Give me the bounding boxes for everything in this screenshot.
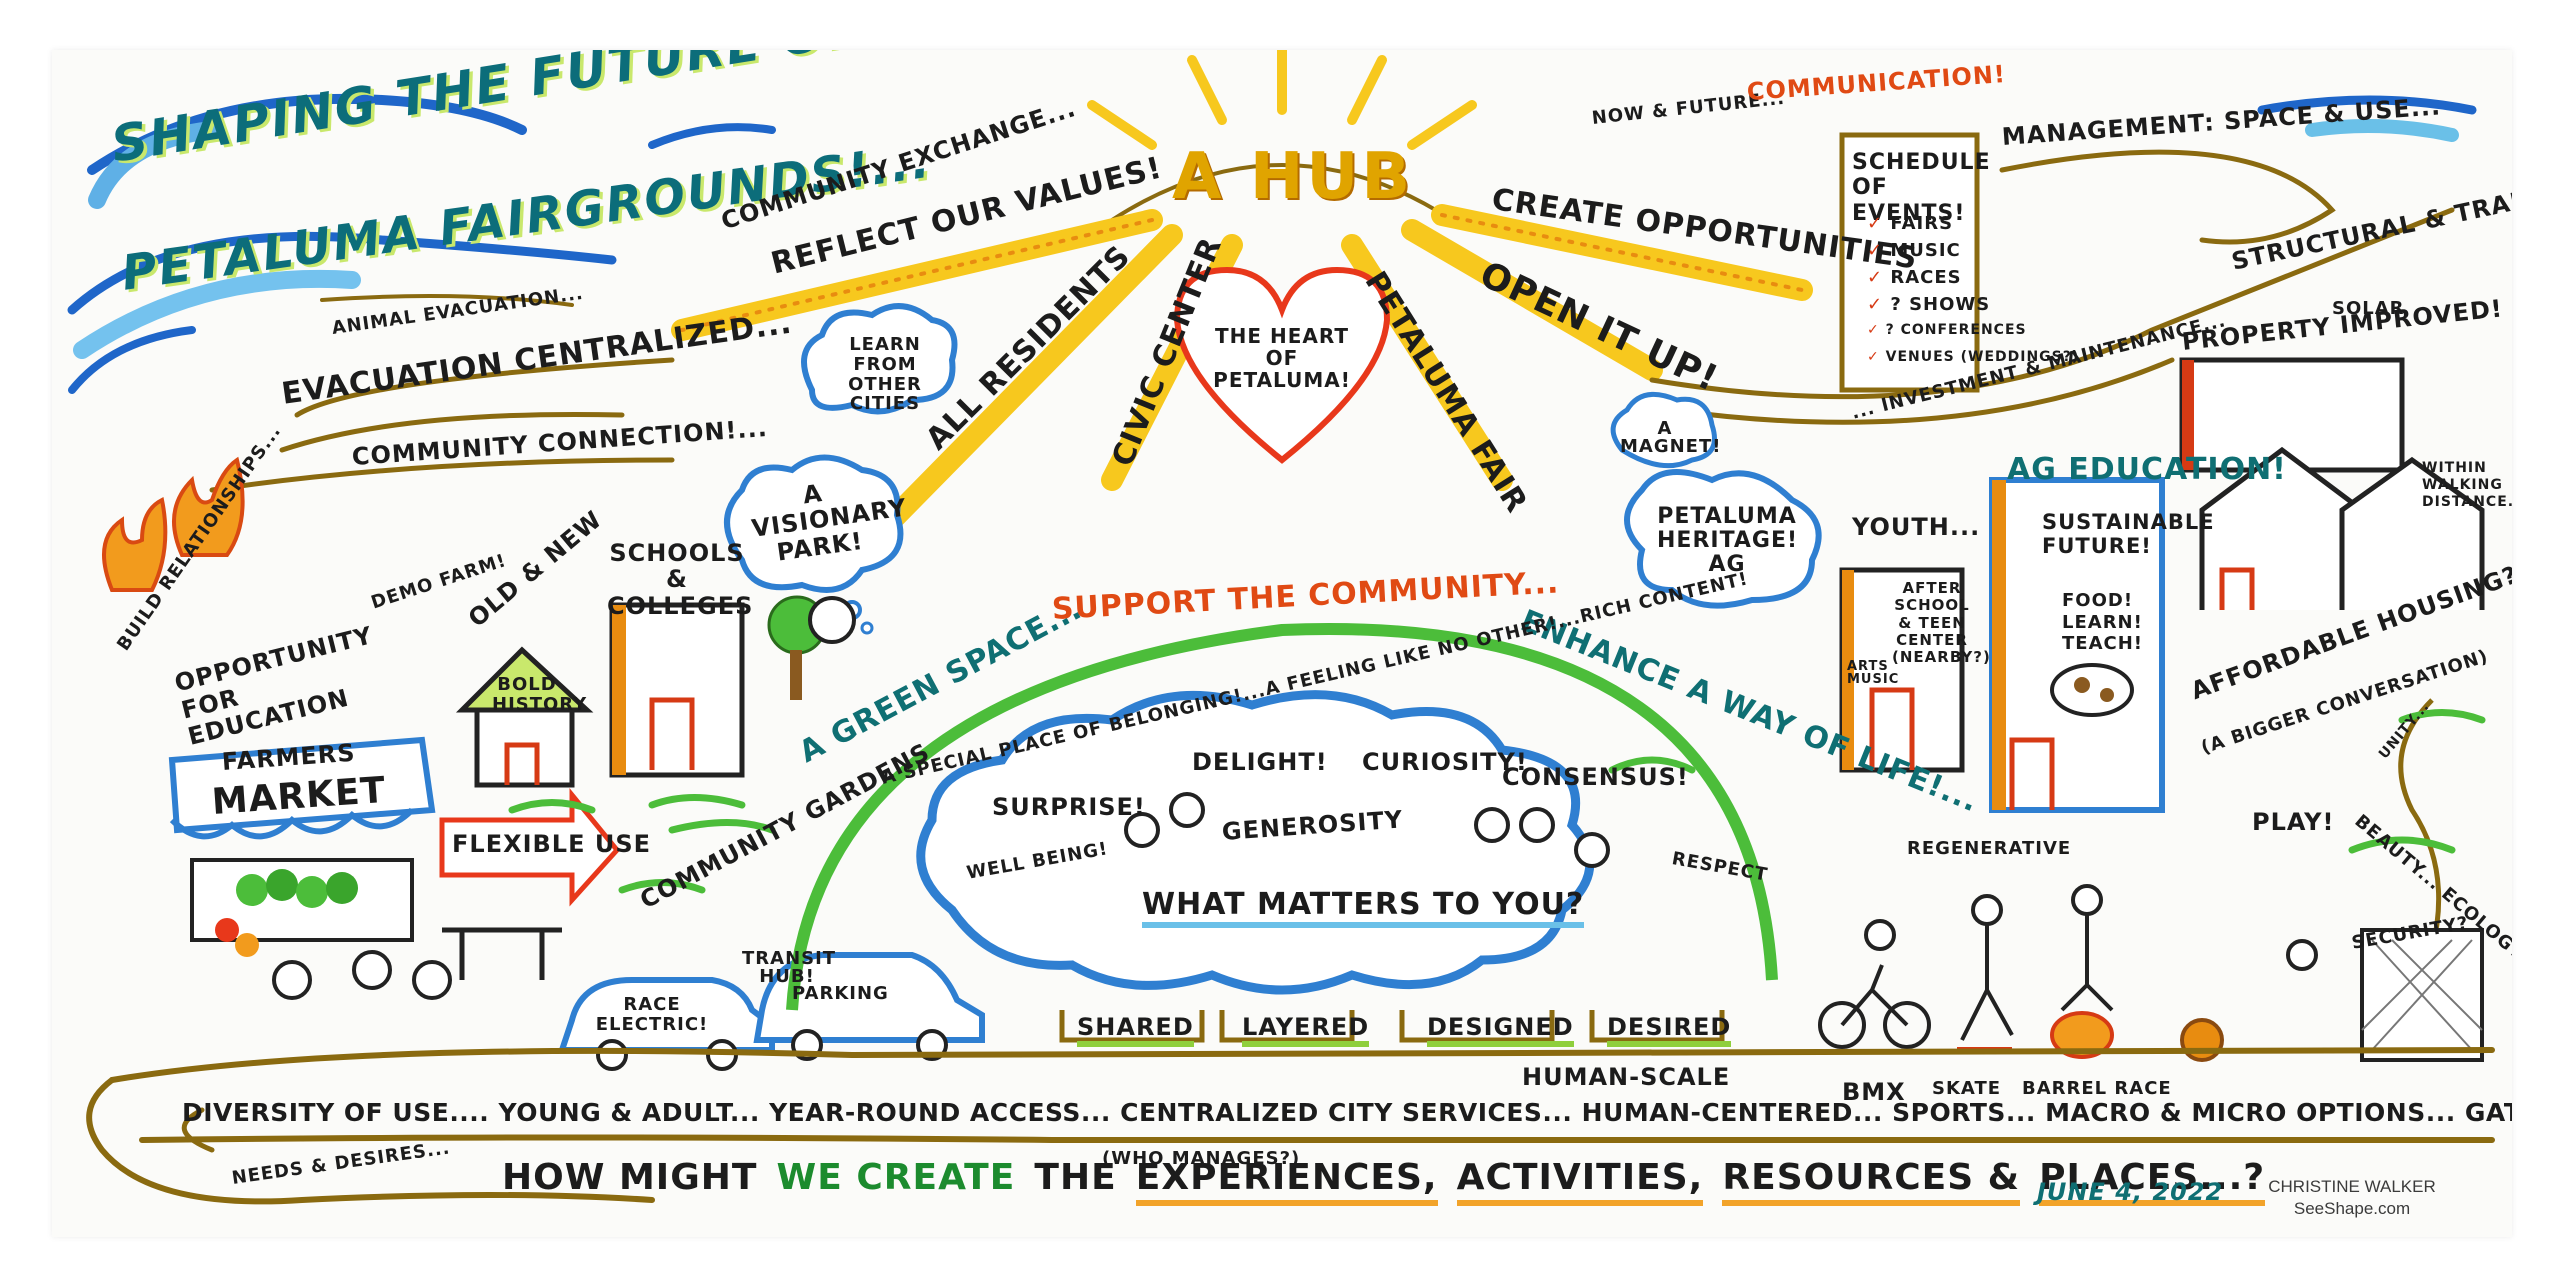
- the-text: THE: [1034, 1157, 1117, 1198]
- heritage-cloud-shape: [1624, 469, 1822, 609]
- sun-rays: [671, 50, 1813, 541]
- delight-label: DELIGHT!: [1192, 748, 1328, 776]
- central-cloud-shape: [916, 690, 1595, 995]
- resources-text: RESOURCES &: [1722, 1157, 2021, 1206]
- ag-education-building-icon: [1989, 477, 2165, 813]
- credit-site: SeeShape.com: [2293, 1199, 2411, 1218]
- people-figures: [272, 596, 1610, 1000]
- skate-label: SKATE: [1932, 1078, 2002, 1099]
- illustration-board: SHAPING the FUTURE of the... PETALUMA FA…: [52, 50, 2512, 1237]
- play-label: PLAY!: [2252, 808, 2335, 836]
- we-create-text: WE CREATE: [776, 1157, 1016, 1198]
- surprise-label: SURPRISE!: [992, 793, 1146, 821]
- date-label: JUNE 4, 2022: [2037, 1178, 2224, 1206]
- heritage-label: PETALUMA HERITAGE! AG: [1657, 504, 1799, 578]
- curiosity-label: CURIOSITY!: [1362, 748, 1528, 776]
- youth-label: YOUTH...: [1852, 513, 1981, 541]
- after-school-label: AFTER SCHOOL & TEEN CENTER (NEARBY?): [1892, 579, 1991, 666]
- magnet-label: A MAGNET!: [1620, 418, 1722, 457]
- hub-label: A HUB: [1172, 140, 1414, 214]
- how-might-text: HOW MIGHT: [502, 1157, 758, 1198]
- human-scale-label: HUMAN-SCALE: [1522, 1063, 1731, 1091]
- schools-colleges-label: SCHOOLS & COLLEGES: [607, 539, 754, 620]
- sports-icons: [1818, 884, 2484, 1062]
- sustainable-label: SUSTAINABLE FUTURE!: [2042, 510, 2215, 559]
- right-bottom-ribbon: [2398, 698, 2442, 951]
- flexible-use-arrow-icon: [439, 787, 621, 980]
- right-ribbons: [1649, 149, 2455, 425]
- who-manages-label: (WHO MANAGES?): [1102, 1148, 1301, 1169]
- barrel-race-label: BARREL RACE: [2022, 1078, 2172, 1099]
- heart-label: THE HEART OF PETALUMA!: [1213, 324, 1351, 392]
- solar-label: SOLAR: [2332, 298, 2405, 319]
- schedule-item-races: ✓ RACES: [1867, 267, 1962, 288]
- history-house-icon: [455, 646, 594, 788]
- bold-history-label: BOLD HISTORY: [492, 674, 588, 715]
- bottom-question: HOW MIGHT WE CREATE THE EXPERIENCES, ACT…: [502, 1157, 2266, 1206]
- schedule-item-fairs: ✓ FAIRS: [1867, 213, 1954, 234]
- schedule-item-shows: ✓ ? SHOWS: [1867, 294, 1991, 315]
- market-stall-icon: [168, 736, 436, 957]
- green-space-arc: [786, 623, 1778, 1011]
- housing-buildings-icon: [2179, 357, 2485, 610]
- banner-line: DIVERSITY OF USE.... YOUNG & ADULT... YE…: [182, 1098, 2512, 1127]
- places-text: PLACES...?: [2039, 1157, 2266, 1206]
- parking-label: PARKING: [792, 983, 889, 1004]
- parking-car-icon: [753, 952, 985, 1061]
- credit-name: CHRISTINE WALKER: [2268, 1177, 2436, 1196]
- transit-hub-label: TRANSIT HUB!: [742, 948, 837, 987]
- pillar-boxes: [1059, 1010, 1725, 1043]
- schedule-item-music: ✓ MUSIC: [1867, 240, 1961, 261]
- learn-cloud-shape: [801, 303, 958, 415]
- pillar-shared: SHARED: [1077, 1015, 1194, 1047]
- learn-cloud-label: LEARN FROM OTHER CITIES: [848, 334, 922, 415]
- pillar-desired: DESIRED: [1607, 1015, 1732, 1047]
- flexible-use-label: FLEXIBLE USE: [452, 830, 652, 858]
- race-electric-label: RACE ELECTRIC!: [595, 994, 709, 1035]
- schedule-title: SCHEDULE OF EVENTS!: [1852, 150, 1991, 226]
- school-building-icon: [609, 602, 745, 778]
- bmx-label: BMX: [1842, 1078, 1906, 1106]
- food-learn-teach-label: FOOD! LEARN! TEACH!: [2062, 590, 2143, 655]
- magnet-cloud-shape: [1610, 391, 1717, 469]
- activities-text: ACTIVITIES,: [1456, 1157, 1704, 1206]
- regenerative-label: REGENERATIVE: [1907, 838, 2072, 859]
- walking-distance-label: WITHIN WALKING DISTANCE...: [2422, 460, 2512, 510]
- consensus-label: CONSENSUS!: [1502, 763, 1689, 791]
- schedule-item-venues: ✓ VENUES (WEDDINGS?): [1867, 349, 2080, 365]
- experiences-text: EXPERIENCES,: [1135, 1157, 1438, 1206]
- illustration-artwork: [67, 50, 2495, 1205]
- ag-education-label: AG EDUCATION!: [2007, 452, 2287, 487]
- fire-icon: [102, 456, 245, 592]
- schedule-item-conferences: ✓ ? CONFERENCES: [1867, 322, 2027, 338]
- teen-center-building-icon: [1839, 567, 1965, 773]
- arts-music-label: ARTS MUSIC: [1847, 659, 1900, 687]
- pillar-designed: DESIGNED: [1427, 1015, 1574, 1047]
- sky-swooshes: [67, 93, 2477, 394]
- what-matters-label: WHAT MATTERS TO YOU?: [1142, 890, 1585, 928]
- bottom-ribbon-banner: [86, 1047, 2495, 1205]
- pillar-layered: LAYERED: [1242, 1015, 1370, 1047]
- schedule-board-icon: [1839, 132, 1980, 393]
- heart-icon: [1173, 266, 1391, 464]
- left-ribbons: [209, 294, 675, 493]
- grass-strokes: [508, 709, 2486, 894]
